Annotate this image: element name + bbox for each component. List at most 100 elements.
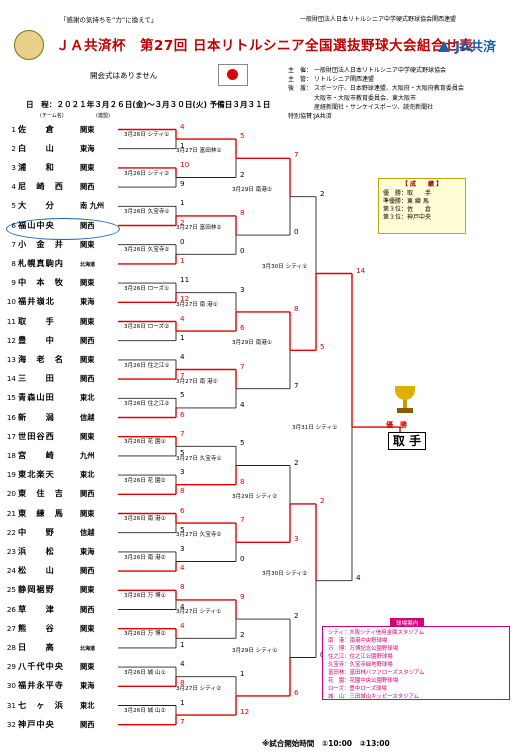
match-score: 4 xyxy=(240,399,245,409)
match-score: 1 xyxy=(180,332,185,342)
organizer-row: 産経新聞社・サンケイスポーツ、読売新聞社 xyxy=(288,103,464,112)
team-league: 南 九州 xyxy=(80,201,105,211)
match-score: 3 xyxy=(240,284,245,294)
organizer-key: 主 催： xyxy=(288,67,313,74)
team-league: 関西 xyxy=(80,566,95,576)
organizer-value: 産経新聞社・サンケイスポーツ、読売新聞社 xyxy=(314,103,434,111)
results-row: 優 勝：取 手 xyxy=(383,190,432,197)
match-score: 2 xyxy=(240,169,245,179)
team-league: 関西 xyxy=(80,719,95,729)
match-label: 3月27日 シティ② xyxy=(176,685,222,692)
team-number: 14 xyxy=(6,374,16,384)
match-score: 4 xyxy=(356,572,361,582)
team-name: 東 練 馬 xyxy=(18,507,64,518)
ja-logo: JA共済 xyxy=(438,36,496,55)
team-number: 30 xyxy=(6,681,16,691)
match-score: 2 xyxy=(294,611,299,621)
trophy-icon xyxy=(392,386,418,416)
team-league: 関東 xyxy=(80,662,95,672)
match-score: 4 xyxy=(180,563,185,573)
team-number: 24 xyxy=(6,566,16,576)
match-label: 3月26日 花 園② xyxy=(124,477,166,484)
match-label: 3月26日 久宝寺① xyxy=(124,208,170,215)
match-score: 7 xyxy=(180,371,185,381)
match-score: 1 xyxy=(180,198,185,208)
match-score: 5 xyxy=(320,342,325,352)
match-label: 3月27日 南 港② xyxy=(176,378,218,385)
match-score: 4 xyxy=(180,620,185,630)
highlight-oval xyxy=(6,218,120,240)
team-number: 20 xyxy=(6,489,16,499)
team-number: 15 xyxy=(6,393,16,403)
match-score: 10 xyxy=(180,159,190,169)
team-number: 27 xyxy=(6,623,16,633)
team-league: 信越 xyxy=(80,412,95,422)
team-name: 宮 崎 xyxy=(18,449,55,460)
venue-row: シティ：大阪シティ信用金庫スタジアム xyxy=(328,630,425,636)
organizer-key: 後 援： xyxy=(288,85,313,93)
team-league: 関西 xyxy=(80,604,95,614)
match-score: 3 xyxy=(180,543,185,553)
team-name: 福井嶺北 xyxy=(18,296,55,307)
match-score: 2 xyxy=(320,188,325,198)
organizer-key: 主 管： xyxy=(288,76,313,84)
match-score: 7 xyxy=(180,716,185,726)
organizer-value: JA共済 xyxy=(314,113,332,121)
match-score: 5 xyxy=(180,390,185,400)
team-name: 取 手 xyxy=(18,315,55,326)
team-number: 4 xyxy=(11,182,16,192)
match-score: 14 xyxy=(356,265,366,275)
match-label: 3月27日 シティ① xyxy=(176,609,222,616)
match-score: 0 xyxy=(180,236,185,246)
team-league: 九州 xyxy=(80,450,95,460)
match-score: 4 xyxy=(180,351,185,361)
organizer-value: スポーツ庁、日本野球連盟、大阪府・大阪府教育委員会 xyxy=(314,85,464,93)
match-score: 7 xyxy=(294,380,299,390)
venues-title: 球場案内 xyxy=(390,618,425,628)
team-league: 関東 xyxy=(80,623,95,633)
match-score: 5 xyxy=(240,438,245,448)
team-league: 関東 xyxy=(80,316,95,326)
match-label: 3月26日 シティ① xyxy=(124,132,170,139)
team-name: 福井永平寺 xyxy=(18,680,64,691)
team-name: 東北楽天 xyxy=(18,469,55,480)
match-score: 8 xyxy=(240,207,245,217)
venue-row: 万 博：万博記念公園野球場 xyxy=(328,646,399,652)
team-league: 関東 xyxy=(80,239,95,249)
org-top: 一般財団法人日本リトルシニア中学硬式野球協会関西連盟 xyxy=(300,16,457,23)
match-score: 8 xyxy=(180,678,185,688)
venue-row: 南 港：南港中央野球場 xyxy=(328,638,388,644)
match-label: 3月26日 万 博② xyxy=(124,631,166,638)
team-league: 北海道 xyxy=(80,645,96,652)
team-name: 札幌真駒内 xyxy=(18,257,64,268)
ja-logo-text: JA共済 xyxy=(455,40,496,55)
results-title: 【 成 績 】 xyxy=(401,181,443,188)
organizer-value: 大阪市・大阪市教育委員会、東大阪市 xyxy=(314,94,417,102)
team-name: 佐 倉 xyxy=(18,123,55,134)
match-score: 12 xyxy=(240,707,250,717)
team-number: 22 xyxy=(6,527,16,537)
team-league: 関西 xyxy=(80,489,95,499)
match-label: 3月26日 城 山① xyxy=(124,669,166,676)
team-number: 23 xyxy=(6,546,16,556)
venue-row: 城 山：三田城山キッピースタジアム xyxy=(328,694,419,700)
team-number: 31 xyxy=(6,700,16,710)
match-score: 4 xyxy=(180,313,185,323)
team-name: 静岡裾野 xyxy=(18,584,55,595)
team-name: 松 山 xyxy=(18,565,55,576)
team-league: 関東 xyxy=(80,354,95,364)
